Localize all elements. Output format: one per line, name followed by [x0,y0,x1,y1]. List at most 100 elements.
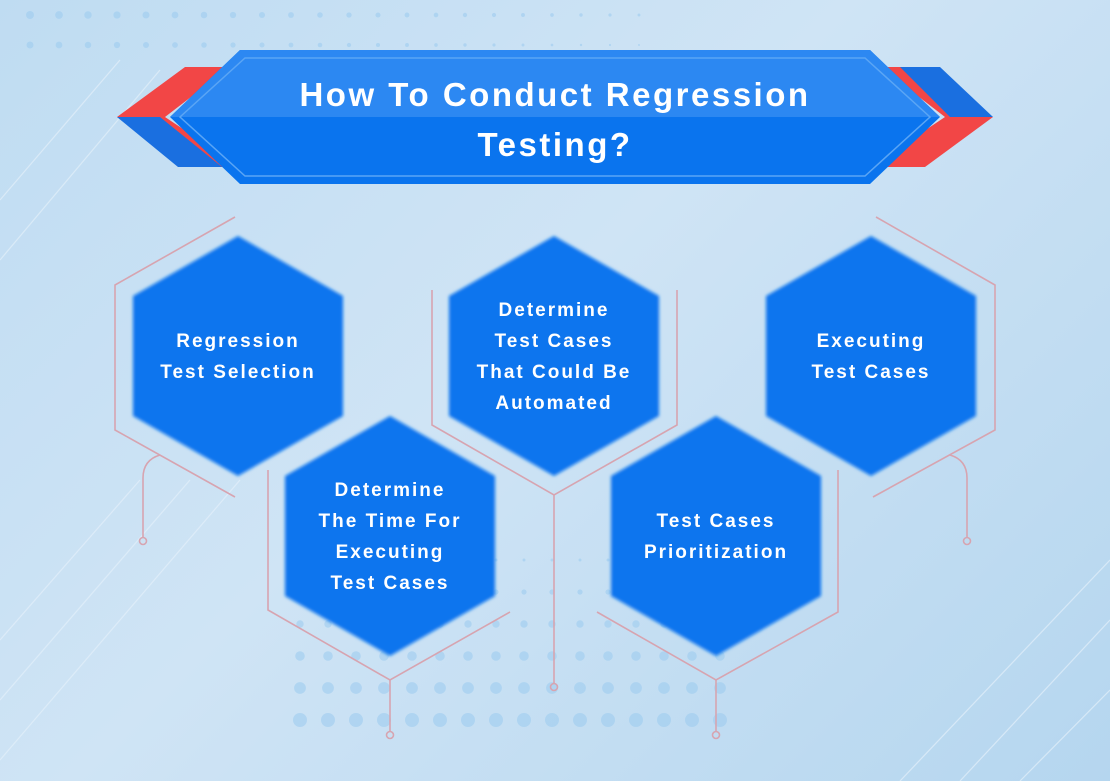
background-dot [494,558,498,562]
background-dot [433,713,447,727]
background-dot [296,620,304,628]
background-dot [324,620,332,628]
background-dot [461,713,475,727]
background-dot [492,43,496,47]
step-text: Test Cases [656,511,776,532]
background-dot [259,42,265,48]
connector-lines [114,216,996,740]
background-dot [602,682,614,694]
background-dot [434,682,446,694]
background-dot [375,42,381,48]
title-line-1: How To Conduct Regression [299,76,811,113]
background-dot [638,44,640,46]
step-text: Executing [335,542,445,563]
background-dot [631,651,641,661]
background-dot [521,589,527,595]
background-dot [349,713,363,727]
background-dot [258,11,266,19]
background-dot [293,713,307,727]
background-dot [230,42,236,48]
background-dot [550,43,554,47]
background-dot [317,12,323,18]
step-determine-time: Determine The Time For Executing Test Ca… [285,475,495,599]
background-dot [405,43,409,47]
background-dot [522,558,526,562]
step-regression-test-selection: Regression Test Selection [133,326,343,388]
background-dot [685,713,699,727]
background-dot [518,682,530,694]
hexagon-step-1 [133,236,343,476]
banner [117,50,993,184]
background-diagonal-lines [0,59,1110,781]
background-dot [520,620,528,628]
step-text: Automated [495,393,613,414]
background-dot [576,620,584,628]
background-dot [463,651,473,661]
step-text: Test Cases [811,362,931,383]
background-dot [295,651,305,661]
step-text: Test Cases [494,331,614,352]
background-dot [84,41,92,49]
step-text: Test Selection [160,362,316,383]
background-dot [462,12,468,18]
page-title: How To Conduct Regression Testing? [200,70,910,170]
background-dot [378,682,390,694]
step-text: Prioritization [643,542,789,563]
background-dot [407,651,417,661]
background-dot [113,11,121,19]
background-dot [489,713,503,727]
background-dot [545,713,559,727]
step-executing-test-cases: Executing Test Cases [766,326,976,388]
background-dot [713,713,727,727]
background-dot [463,43,467,47]
banner-top-highlight [170,50,940,117]
background-dot [658,682,670,694]
background-dot [377,713,391,727]
background-dot [172,42,178,48]
background-dot [405,713,419,727]
background-dot [687,651,697,661]
background-dot [492,620,500,628]
background-dot [521,43,525,47]
step-prioritization: Test Cases Prioritization [611,506,821,568]
background-dot [350,682,362,694]
background-dot [714,682,726,694]
background-dot [490,682,502,694]
background-dot [288,42,294,48]
step-text: Determine [498,300,610,321]
background-dot [229,11,237,19]
background-dot [294,682,306,694]
background-dot [575,651,585,661]
background-dot [601,713,615,727]
background-dot [171,11,179,19]
background-dot [578,558,582,562]
background-dot [55,41,63,49]
background-dot [606,558,610,562]
hexagons [133,236,976,656]
background-dot [491,12,497,18]
background-dot [142,41,150,49]
background-dot [547,651,557,661]
background-dot [550,13,554,17]
background-dot [142,11,150,19]
background-dot [517,713,531,727]
background-dot [26,11,34,19]
background-dot [579,13,583,17]
banner-blue-chevron-right [900,67,993,117]
background-dot [573,713,587,727]
background-dot [491,651,501,661]
hexagon-step-4 [611,416,821,656]
step-determine-automatable: Determine Test Cases That Could Be Autom… [439,295,669,419]
background-dot [630,682,642,694]
background-dot [659,651,669,661]
step-text: Test Cases [330,573,450,594]
title-line-2: Testing? [477,126,633,163]
step-text: The Time For [318,511,462,532]
background-dot [434,43,438,47]
background-dot [84,11,92,19]
background-dot [404,12,410,18]
background-dot [288,12,294,18]
background-dot [26,41,34,49]
background-dot [604,620,612,628]
